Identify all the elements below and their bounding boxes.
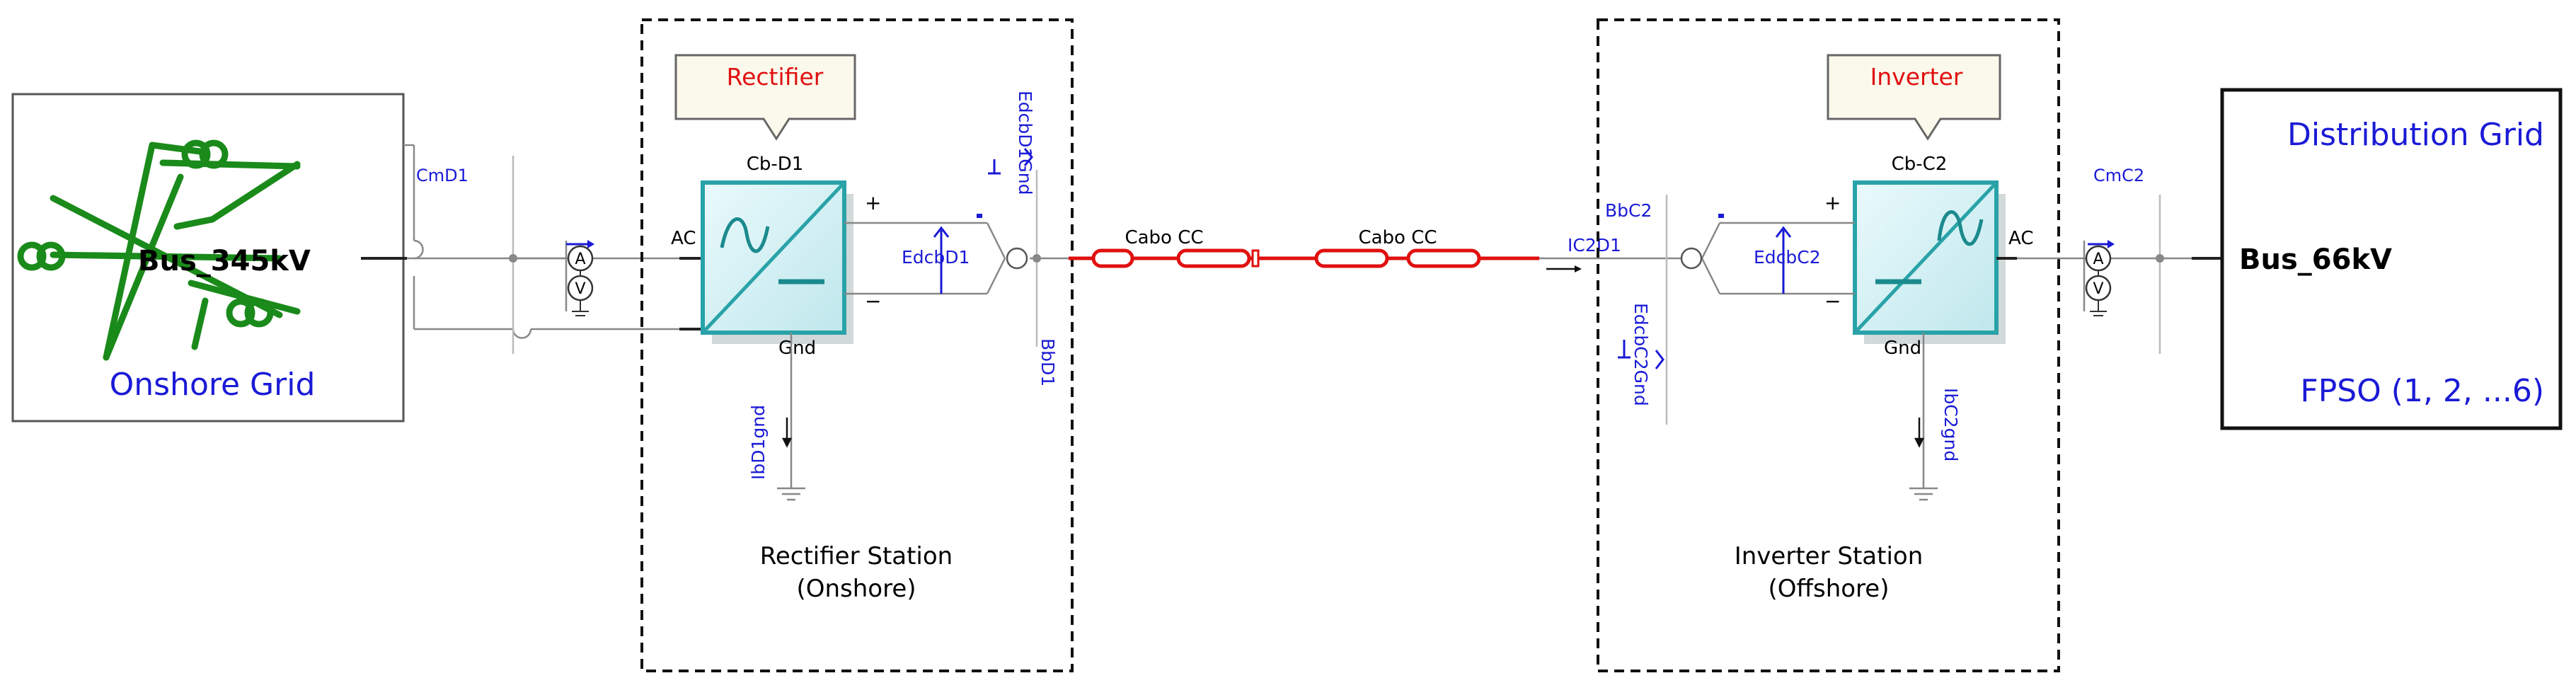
- rectifier-ground-meter-label: EdcbD1Gnd: [1015, 91, 1035, 195]
- inverter-dc-wiring: [1663, 195, 1938, 501]
- rectifier-voltage-meter: [933, 214, 982, 294]
- onshore-node: [509, 254, 517, 263]
- inverter-station-title: Inverter Station: [1735, 542, 1924, 570]
- onshore-bus-label: Bus_345kV: [138, 245, 311, 277]
- inverter-converter-label: Cb-C2: [1892, 154, 1948, 175]
- cable-segment-1-label: Cabo CC: [1125, 227, 1203, 248]
- inverter-dc-junction: [1680, 247, 1703, 270]
- inverter-converter[interactable]: [1853, 180, 2006, 344]
- inverter-minus-label: −: [1824, 289, 1841, 313]
- rectifier-ground-current-arrow: [781, 418, 793, 448]
- inverter-plus-label: +: [1824, 191, 1841, 214]
- rectifier-callout: [674, 54, 856, 141]
- cmc2-label: CmC2: [2093, 166, 2144, 185]
- inverter-callout: [1827, 54, 2001, 141]
- rectifier-gnd-label: Gnd: [778, 338, 816, 359]
- inverter-breaker-label: BbC2: [1605, 200, 1652, 221]
- onshore-voltmeter-letter: V: [575, 280, 585, 298]
- offshore-ac-lines: [1996, 195, 2222, 354]
- inverter-voltage-meter-label: EdcbC2: [1754, 247, 1821, 268]
- cable-segment-2-label: Cabo CC: [1358, 227, 1437, 248]
- rectifier-station-box: [640, 18, 1074, 672]
- inverter-station-subtitle: (Offshore): [1769, 575, 1890, 603]
- inverter-ac-label: AC: [2008, 228, 2033, 249]
- onshore-grid-label: Onshore Grid: [110, 367, 316, 403]
- inverter-gnd-label: Gnd: [1884, 338, 1921, 359]
- rectifier-dc-junction: [1006, 247, 1028, 270]
- rectifier-voltage-meter-label: EdcbD1: [902, 247, 970, 268]
- distribution-grid-box[interactable]: [2220, 88, 2563, 430]
- offshore-meters: A V: [2085, 240, 2115, 316]
- inverter-ground-current-arrow: [1914, 418, 1925, 448]
- distribution-grid-title: Distribution Grid: [2287, 117, 2544, 153]
- rectifier-station-title: Rectifier Station: [760, 542, 953, 570]
- cmd1-label: CmD1: [416, 166, 468, 185]
- rectifier-plus-label: +: [865, 191, 881, 214]
- cable-current-label: IC2D1: [1568, 235, 1621, 255]
- inverter-ground-meter: [1618, 340, 1664, 369]
- rectifier-converter-label: Cb-D1: [747, 154, 804, 175]
- rectifier-minus-label: −: [865, 289, 881, 313]
- inverter-station-box: [1597, 18, 2060, 672]
- inverter-ground-meter-label: EdcbC2Gnd: [1631, 303, 1651, 406]
- offshore-ammeter-letter: A: [2093, 251, 2103, 268]
- inverter-ground-current-label: IbC2gnd: [1940, 388, 1961, 461]
- inverter-voltage-meter: [1718, 214, 1792, 294]
- onshore-ammeter-letter: A: [575, 251, 585, 268]
- rectifier-converter[interactable]: [701, 180, 853, 344]
- rectifier-callout-label: Rectifier: [727, 63, 824, 91]
- offshore-node: [2156, 254, 2164, 263]
- rectifier-dc-node: [1033, 254, 1041, 263]
- inverter-callout-label: Inverter: [1870, 63, 1963, 91]
- rectifier-breaker-label: BbD1: [1037, 338, 1058, 386]
- offshore-bus-label: Bus_66kV: [2239, 243, 2392, 276]
- rectifier-ground-meter: [988, 148, 1033, 175]
- onshore-network-icon: [17, 139, 301, 361]
- rectifier-dc-wiring: [777, 170, 1069, 501]
- rectifier-ground-current-label: IbD1gnd: [748, 405, 769, 480]
- rectifier-station-subtitle: (Onshore): [796, 575, 916, 603]
- fpso-label: FPSO (1, 2, ...6): [2300, 373, 2544, 409]
- rectifier-ac-label: AC: [671, 228, 696, 249]
- onshore-ac-lines: [361, 144, 701, 354]
- cable-current-arrow: [1546, 265, 1582, 272]
- onshore-meters: A V: [566, 240, 594, 316]
- offshore-voltmeter-letter: V: [2093, 280, 2103, 298]
- dc-cable: [1069, 248, 1663, 268]
